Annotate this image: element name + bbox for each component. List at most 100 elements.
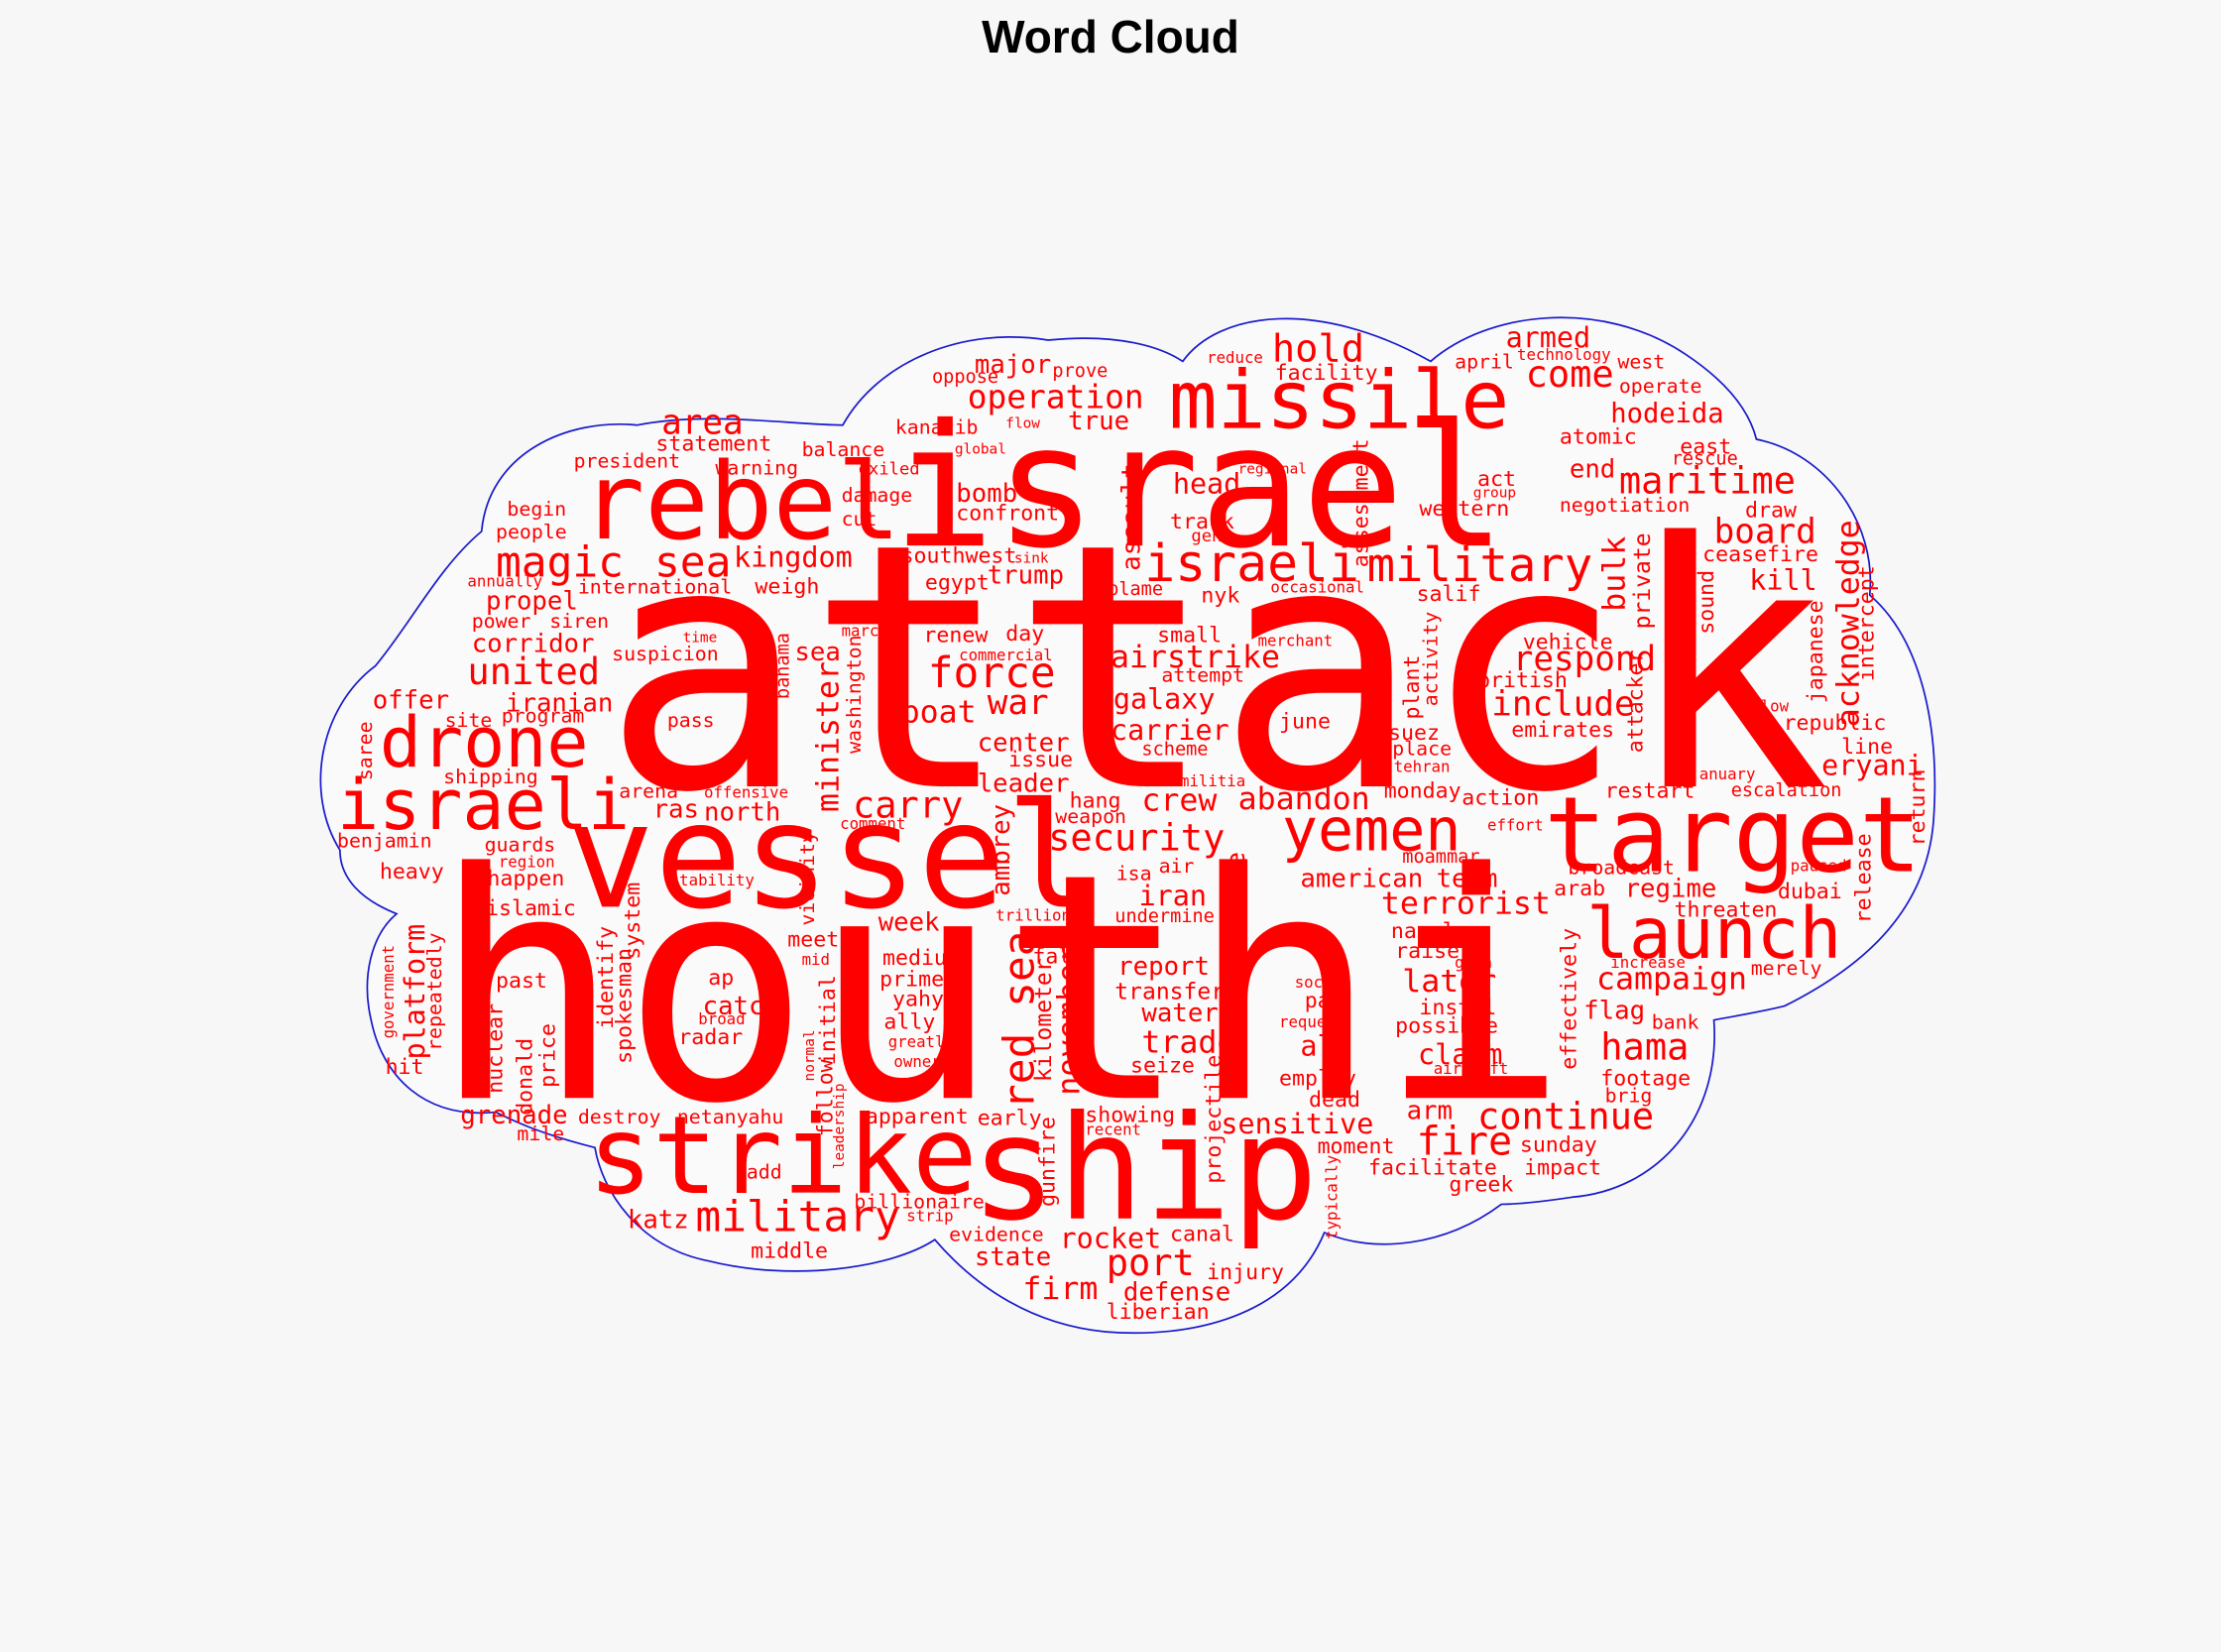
word-undermine: undermine (1114, 906, 1215, 927)
word-arena: arena (619, 779, 678, 802)
word-strip: strip (906, 1207, 953, 1226)
word-projectile: projectile (1202, 1055, 1227, 1184)
word-oppose: oppose (932, 367, 998, 388)
word-annually: annually (467, 572, 542, 591)
word-launch: launch (1586, 892, 1841, 975)
word-middle: middle (751, 1239, 828, 1264)
word-sink: sink (1014, 550, 1049, 566)
word-confront: confront (956, 501, 1059, 526)
word-spokesman: spokesman (613, 948, 638, 1064)
word-port: port (1107, 1241, 1195, 1284)
word-effort: effort (1487, 815, 1544, 834)
word-major: major (975, 350, 1051, 380)
word-japanese: japanese (1804, 600, 1828, 703)
word-apparent: apparent (866, 1105, 969, 1129)
word-air: air (1159, 855, 1195, 878)
word-armed: armed (1506, 321, 1591, 354)
word-plant: plant (1400, 655, 1425, 720)
word-campaign: campaign (1596, 961, 1747, 997)
word-iran: iran (1139, 880, 1207, 912)
word-suspicion: suspicion (612, 643, 719, 665)
word-attempt: attempt (1161, 663, 1244, 686)
word-abandon: abandon (1238, 781, 1370, 817)
word-crew: crew (1141, 782, 1217, 818)
word-water: water (1141, 999, 1218, 1028)
word-trump: trump (988, 561, 1064, 591)
word-board: board (1714, 512, 1816, 551)
word-guards: guards (485, 834, 556, 857)
word-strike: strike (588, 1093, 978, 1219)
word-dead: dead (1309, 1088, 1360, 1113)
word-line: line (1841, 735, 1893, 760)
word-magic: magic (496, 538, 624, 588)
word-attack: attack (602, 471, 1829, 867)
word-week: week (878, 908, 940, 938)
word-recent: recent (1085, 1120, 1141, 1138)
word-meet: meet (787, 927, 839, 952)
word-atomic: atomic (1560, 424, 1637, 449)
word-kanatib: kanatib (895, 415, 979, 438)
word-war: war (988, 683, 1049, 723)
word-eryani: eryani (1821, 750, 1924, 782)
word-sea: sea (654, 538, 731, 588)
word-prime: prime (879, 967, 944, 992)
word-dubai: dubai (1778, 880, 1842, 904)
word-moammar: moammar (1402, 847, 1479, 868)
word-naval: naval (1391, 919, 1456, 944)
word-galaxy: galaxy (1113, 682, 1216, 715)
word-merchant: merchant (1258, 632, 1334, 650)
word-region: region (499, 852, 555, 871)
word-shipping: shipping (443, 766, 538, 788)
word-security: security (1048, 816, 1225, 859)
word-military: military (695, 1193, 899, 1242)
word-vicinity: vicinity (796, 831, 819, 926)
word-global: global (955, 441, 1006, 457)
word-east: east (1680, 434, 1731, 459)
word-statement: statement (655, 431, 771, 456)
word-pay: pay (1305, 989, 1344, 1013)
word-act: act (1477, 467, 1516, 492)
word-past: past (496, 969, 547, 994)
word-injury: injury (1207, 1260, 1284, 1285)
word-hodeida: hodeida (1610, 399, 1723, 429)
word-balance: balance (802, 438, 885, 461)
word-government: government (379, 945, 398, 1039)
word-power: power (472, 610, 531, 633)
word-continue: continue (1477, 1096, 1654, 1138)
word-arab: arab (1554, 877, 1605, 901)
word-typically: typically (1322, 1155, 1341, 1239)
word-gaza: gaza (1455, 953, 1492, 972)
word-cut: cut (842, 508, 877, 531)
word-transfer: transfer (1114, 979, 1225, 1004)
word-siren: siren (549, 610, 609, 633)
word-early: early (978, 1106, 1042, 1130)
word-effectively: effectively (1557, 928, 1581, 1070)
word-missile: missile (1169, 354, 1510, 448)
word-target: target (1544, 774, 1922, 896)
word-hold: hold (1272, 326, 1364, 371)
word-merely: merely (1751, 957, 1822, 980)
word-monday: monday (1384, 778, 1461, 803)
word-weapon: weapon (1055, 805, 1126, 828)
word-brig: brig (1605, 1085, 1653, 1108)
word-team: team (1437, 864, 1498, 893)
word-facility: facility (1275, 361, 1378, 386)
word-day: day (1005, 622, 1044, 647)
word-system: system (621, 883, 645, 960)
word-weigh: weigh (755, 575, 819, 600)
word-hama: hama (1600, 1026, 1689, 1069)
word-rocket: rocket (1060, 1223, 1162, 1255)
word-katz: katz (628, 1206, 689, 1236)
word-evidence: evidence (949, 1224, 1044, 1246)
word-gen: gen (1191, 527, 1222, 546)
word-bank: bank (1652, 1010, 1699, 1033)
word-arm: arm (1407, 1097, 1453, 1126)
word-raise: raise (1395, 939, 1460, 964)
word-acknowledge: acknowledge (1830, 520, 1866, 727)
word-draw: draw (1745, 499, 1797, 524)
word-scheme: scheme (1141, 740, 1208, 761)
word-heavy: heavy (380, 860, 444, 885)
chart-title: Word Cloud (982, 11, 1239, 62)
word-fire: fire (1417, 1119, 1513, 1164)
